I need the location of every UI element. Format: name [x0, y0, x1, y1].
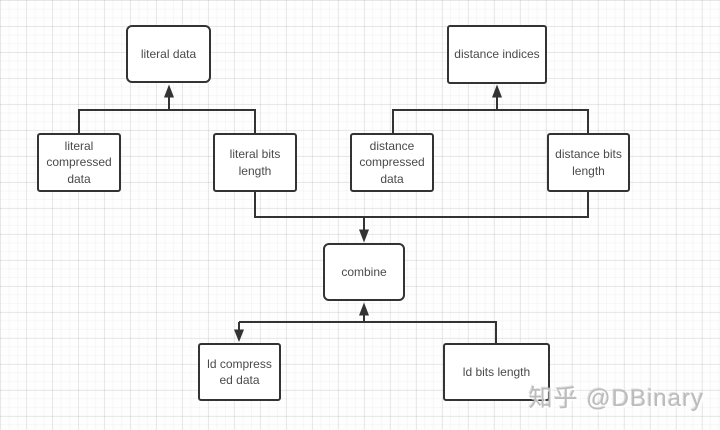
node-distance-bits-length-label: distance bits length [555, 147, 622, 178]
watermark: 知乎 @DBinary [528, 385, 704, 412]
connector-bits-to-combine [254, 192, 589, 218]
node-literal-compressed-data-label: literal compressed data [46, 139, 112, 186]
node-literal-compressed-data: literal compressed data [37, 133, 121, 192]
node-ld-bits-length-label: ld bits length [462, 364, 531, 379]
node-ld-compressed-data: ld compress ed data [198, 343, 281, 401]
node-distance-compressed-data: distance compressed data [350, 133, 434, 192]
node-distance-bits-length: distance bits length [547, 133, 630, 192]
arrowhead-to-ld-compressed [234, 329, 244, 342]
arrowhead-to-combine-bottom [359, 302, 369, 316]
node-combine-label: combine [341, 264, 387, 279]
node-literal-data-label: literal data [140, 46, 197, 61]
arrowhead-to-distance-indices [492, 84, 502, 98]
node-combine: combine [323, 243, 405, 301]
node-literal-data: literal data [126, 25, 211, 83]
node-ld-bits-length: ld bits length [443, 343, 550, 401]
node-distance-indices: distance indices [447, 25, 547, 84]
connector-literal-merge [78, 109, 256, 133]
node-literal-bits-length-label: literal bits length [229, 147, 281, 178]
arrowhead-to-combine-top [359, 229, 369, 243]
node-literal-bits-length: literal bits length [213, 133, 297, 192]
node-distance-compressed-data-label: distance compressed data [359, 139, 425, 186]
connector-distance-merge [392, 109, 589, 133]
node-ld-compressed-data-label: ld compress ed data [207, 356, 272, 387]
connector-bottom-rail [239, 321, 497, 343]
arrowhead-to-literal-data [164, 84, 174, 98]
node-distance-indices-label: distance indices [454, 47, 540, 62]
